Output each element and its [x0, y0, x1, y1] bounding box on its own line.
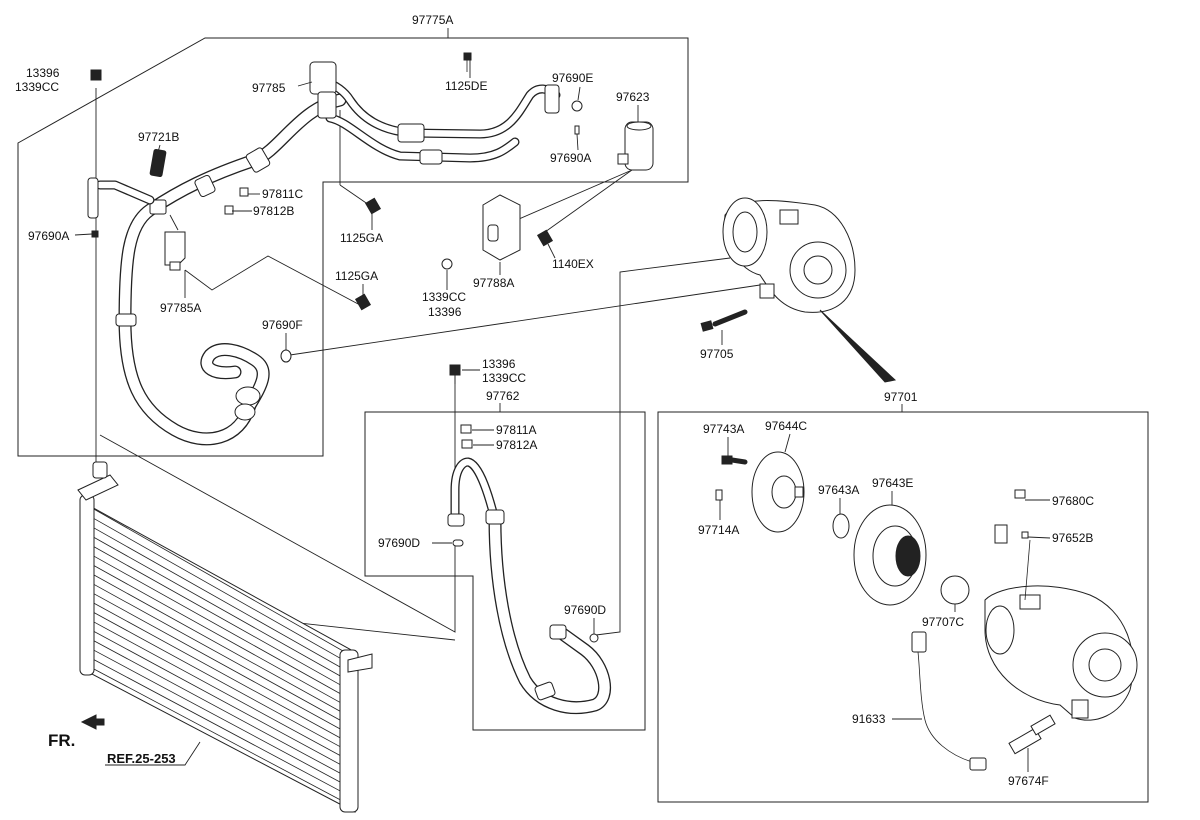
label-97707C: 97707C	[922, 615, 964, 629]
suction-hose	[115, 93, 347, 446]
hardware-upper	[90, 52, 583, 363]
condenser-fin	[91, 564, 351, 709]
condenser-fin	[91, 535, 351, 682]
compressor-exploded	[715, 451, 1138, 771]
label-97743A: 97743A	[703, 422, 744, 436]
label-97812B: 97812B	[253, 204, 294, 218]
reference-lines	[87, 88, 761, 641]
label-91633: 91633	[852, 712, 886, 726]
frame-97775A	[17, 37, 689, 457]
condenser-fin	[91, 611, 351, 753]
condenser-fin	[91, 620, 351, 762]
label-97690D-left: 97690D	[378, 536, 420, 550]
label-1339CC-c: 1339CC	[482, 371, 526, 385]
condenser-fin	[91, 507, 351, 656]
label-97775A: 97775A	[412, 13, 453, 27]
label-97811A: 97811A	[496, 423, 536, 437]
condenser-fin	[91, 582, 351, 726]
condenser-fin	[91, 639, 351, 779]
label-97643E: 97643E	[872, 476, 913, 490]
label-ref: REF.25-253	[107, 751, 176, 766]
label-97690A-left: 97690A	[28, 229, 69, 243]
label-97690D-right: 97690D	[564, 603, 606, 617]
forward-arrow-icon	[80, 714, 105, 730]
ref-underline	[105, 741, 201, 766]
compressor-icon	[700, 197, 897, 383]
condenser-fin	[91, 526, 351, 673]
label-97701: 97701	[884, 390, 918, 404]
label-13396-b: 13396	[428, 305, 462, 319]
label-97680C: 97680C	[1052, 494, 1094, 508]
label-leaders	[74, 28, 1051, 772]
label-1125GA-a: 1125GA	[340, 231, 383, 245]
condenser-fin	[91, 592, 351, 735]
label-fr: FR.	[48, 731, 75, 750]
label-97811C: 97811C	[262, 187, 303, 201]
label-97788A: 97788A	[473, 276, 514, 290]
label-1125DE: 1125DE	[445, 79, 487, 93]
label-97785A: 97785A	[160, 301, 201, 315]
label-97652B: 97652B	[1052, 531, 1093, 545]
condenser-fin	[91, 554, 351, 700]
label-97705: 97705	[700, 347, 734, 361]
label-13396-a: 13396	[26, 66, 60, 80]
label-97762: 97762	[486, 389, 520, 403]
label-97644C: 97644C	[765, 419, 807, 433]
condenser-fin	[91, 545, 351, 691]
receiver-drier	[617, 121, 654, 171]
condenser-icon	[77, 461, 373, 813]
bracket-97788A	[482, 194, 521, 261]
label-1339CC-b: 1339CC	[422, 290, 466, 304]
label-1140EX: 1140EX	[552, 257, 594, 271]
condenser-fin	[91, 601, 351, 744]
label-13396-c: 13396	[482, 357, 516, 371]
condenser-fin	[91, 648, 351, 788]
part-labels: 97775A 13396 1339CC 97785 1125DE 97690E …	[15, 13, 1094, 788]
condenser-fin	[91, 667, 351, 806]
condenser-fin	[91, 658, 351, 797]
condenser-fin	[91, 630, 351, 771]
label-97674F: 97674F	[1008, 774, 1049, 788]
label-97812A: 97812A	[496, 438, 537, 452]
label-97623: 97623	[616, 90, 650, 104]
label-97785: 97785	[252, 81, 286, 95]
label-97690E: 97690E	[552, 71, 593, 85]
condenser-fin	[91, 517, 351, 665]
label-1125GA-b: 1125GA	[335, 269, 378, 283]
frame-97762	[364, 411, 646, 731]
label-97690A-right: 97690A	[550, 151, 591, 165]
discharge-hose	[447, 364, 611, 714]
label-97643A: 97643A	[818, 483, 859, 497]
bracket-97785A	[164, 231, 186, 271]
label-97714A: 97714A	[698, 523, 739, 537]
label-97721B: 97721B	[138, 130, 179, 144]
label-97690F: 97690F	[262, 318, 303, 332]
label-1339CC-a: 1339CC	[15, 80, 59, 94]
liquid-tubes	[87, 61, 561, 219]
frame-97701	[657, 411, 1149, 803]
condenser-fin	[91, 573, 351, 718]
